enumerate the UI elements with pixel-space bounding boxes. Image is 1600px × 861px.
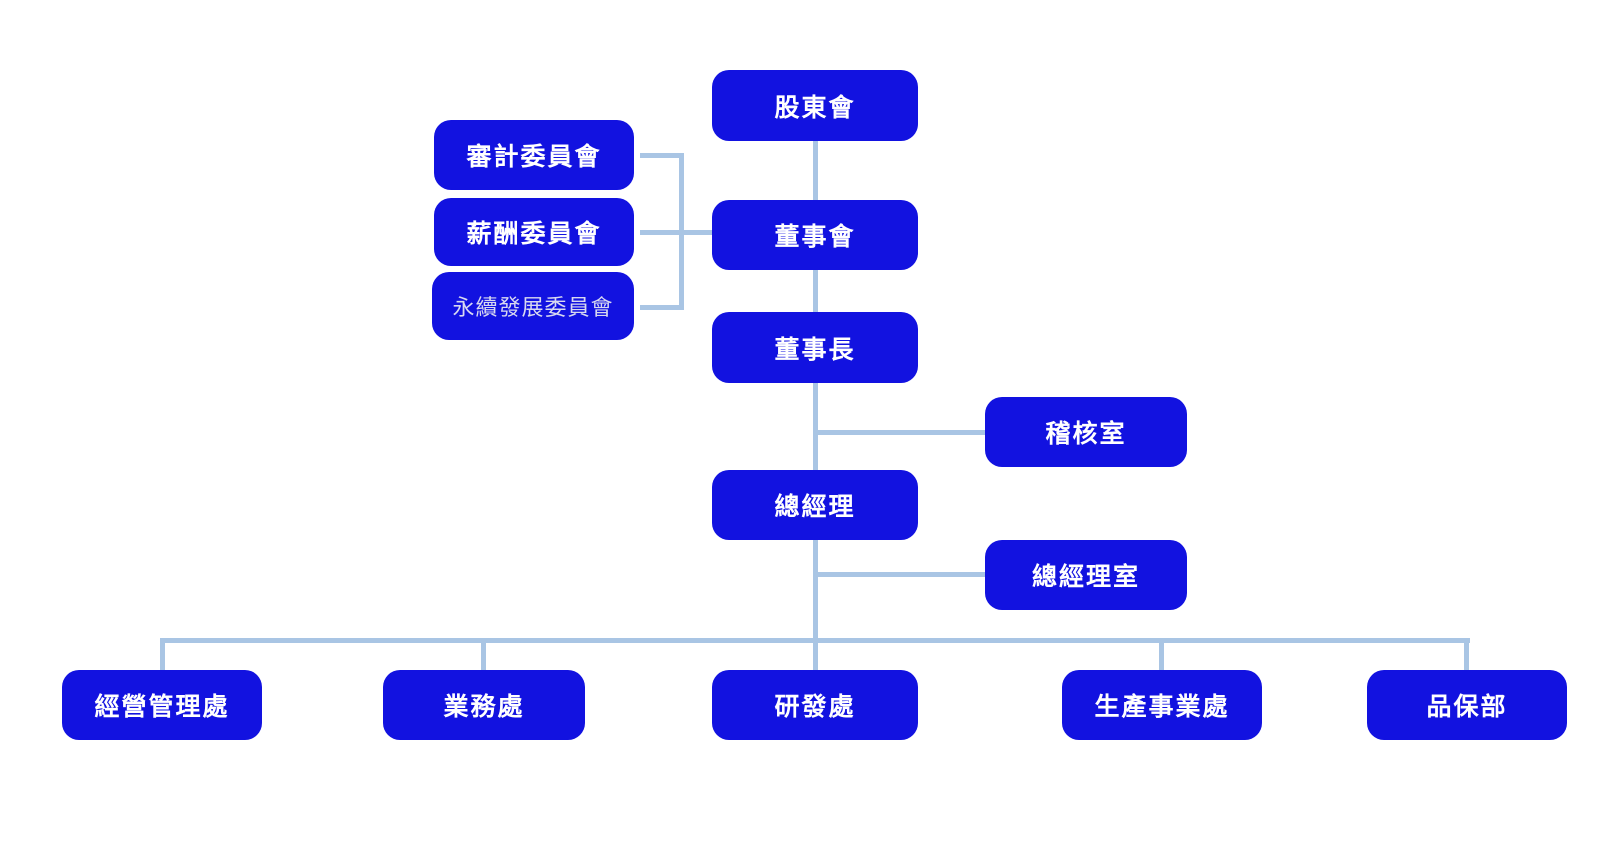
org-node-production-division: 生產事業處 — [1062, 670, 1262, 740]
connector-drop-qa — [1464, 638, 1469, 673]
org-node-rd-division: 研發處 — [712, 670, 918, 740]
org-node-label: 經營管理處 — [94, 693, 230, 721]
connector-drop-sales — [481, 638, 486, 673]
connector-president-bus — [813, 539, 818, 673]
org-node-business-admin-division: 經營管理處 — [62, 670, 262, 740]
org-node-board: 董事會 — [712, 200, 918, 270]
connector-audit-committee-stub — [640, 153, 684, 158]
org-node-label: 審計委員會 — [466, 143, 602, 171]
org-node-label: 薪酬委員會 — [466, 220, 602, 248]
connector-shareholders-board — [813, 140, 818, 202]
org-node-label: 永續發展委員會 — [452, 295, 614, 320]
org-node-compensation-committee: 薪酬委員會 — [434, 198, 634, 266]
org-node-sales-division: 業務處 — [383, 670, 585, 740]
org-node-label: 生產事業處 — [1094, 693, 1230, 721]
org-node-label: 稽核室 — [1045, 420, 1127, 448]
org-node-audit-office: 稽核室 — [985, 397, 1187, 467]
connector-compensation-committee-board — [640, 230, 714, 235]
org-node-label: 董事會 — [774, 223, 856, 251]
connector-board-chairman — [813, 269, 818, 314]
org-node-label: 董事長 — [774, 335, 856, 364]
org-node-label: 品保部 — [1426, 693, 1508, 721]
connector-drop-production — [1159, 638, 1164, 673]
org-node-qa-department: 品保部 — [1367, 670, 1567, 740]
org-node-label: 股東會 — [774, 93, 856, 122]
connector-drop-business-admin — [160, 638, 165, 673]
connector-president-office-branch — [815, 572, 987, 577]
org-node-label: 研發處 — [774, 693, 856, 721]
org-node-president-office: 總經理室 — [985, 540, 1187, 610]
connector-audit-office-branch — [815, 430, 987, 435]
org-node-label: 總經理室 — [1031, 563, 1140, 591]
org-node-label: 總經理 — [774, 493, 856, 521]
connector-chairman-president — [813, 382, 818, 472]
org-node-sustainability-committee: 永續發展委員會 — [432, 272, 634, 340]
org-node-chairman: 董事長 — [712, 312, 918, 383]
org-node-audit-committee: 審計委員會 — [434, 120, 634, 190]
org-node-label: 業務處 — [443, 693, 525, 721]
org-node-shareholders: 股東會 — [712, 70, 918, 141]
connector-sustainability-committee-stub — [640, 305, 684, 310]
connector-bottom-bus — [160, 638, 1470, 643]
org-node-president: 總經理 — [712, 470, 918, 540]
